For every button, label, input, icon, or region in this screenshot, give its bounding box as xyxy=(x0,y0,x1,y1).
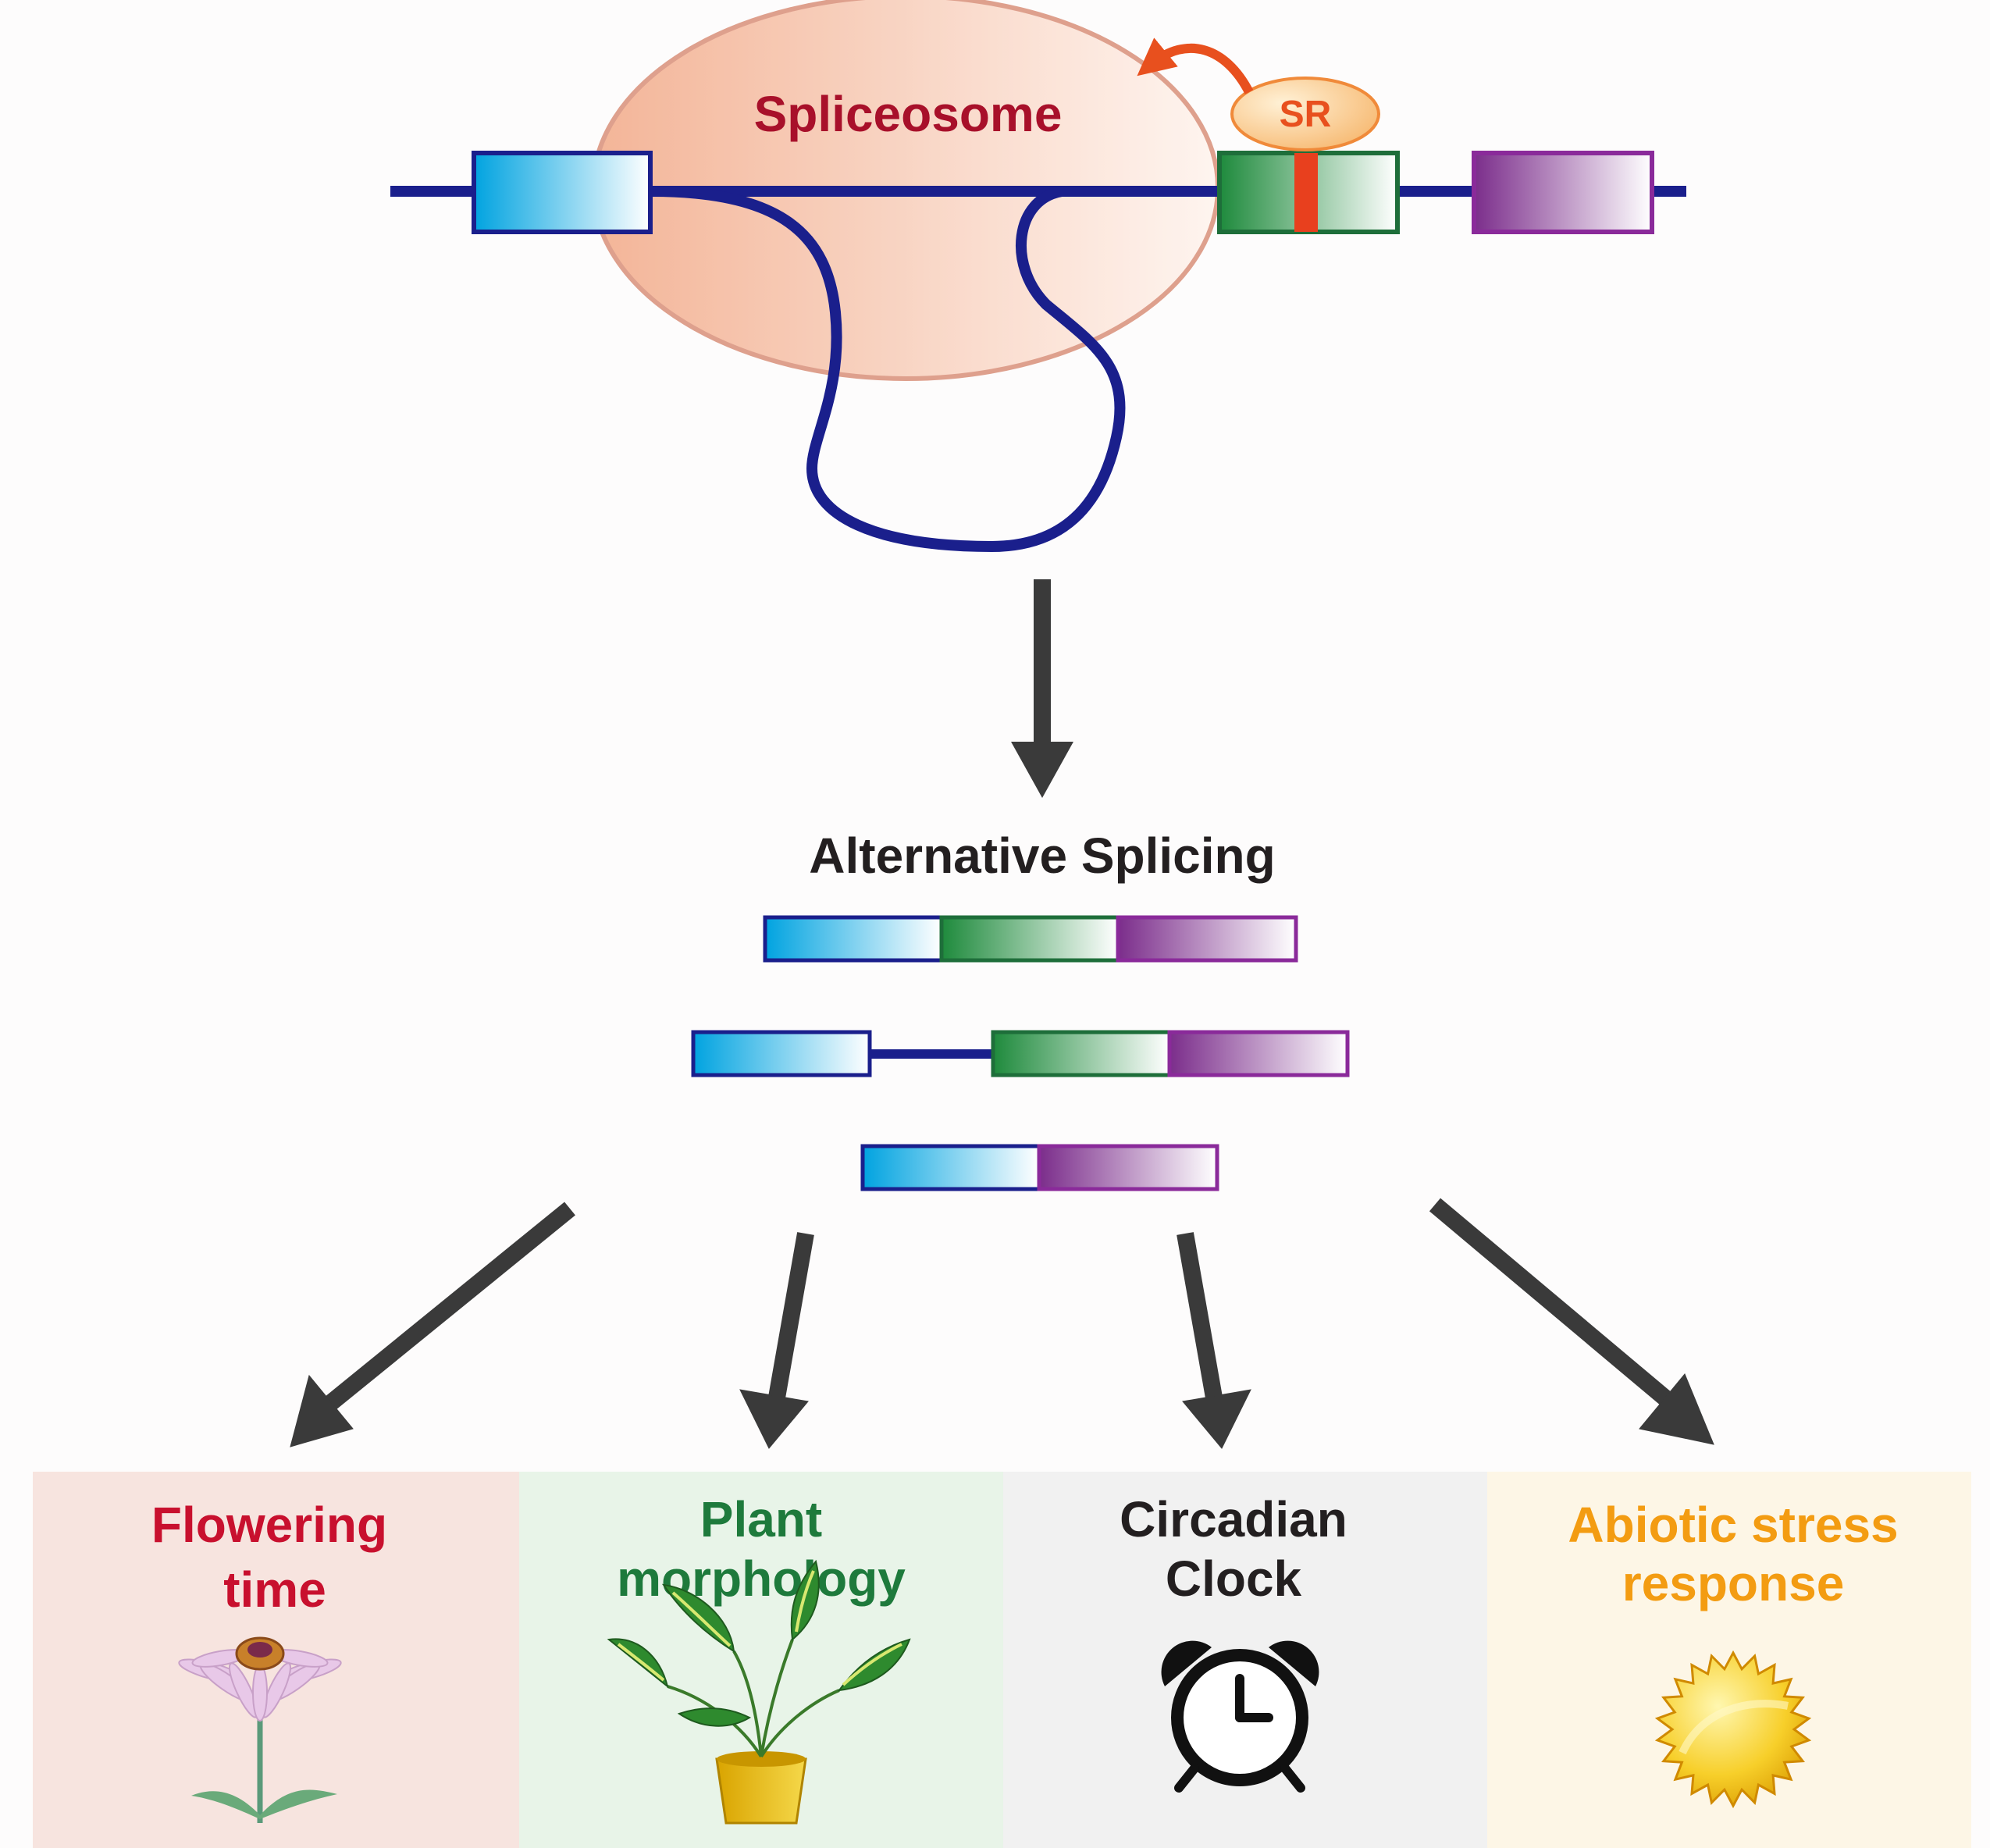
outcome-morphology-line1: Plant xyxy=(700,1491,822,1547)
sr-binding-site xyxy=(1294,153,1318,232)
outcome-circadian-line2: Clock xyxy=(1166,1551,1302,1607)
outcome-morphology-line2: morphology xyxy=(617,1551,906,1607)
sun-icon xyxy=(1654,1650,1812,1809)
outcome-abiotic-line1: Abiotic stress xyxy=(1568,1497,1898,1553)
recruitment-arrow xyxy=(1137,37,1254,94)
potted-plant-icon xyxy=(607,1559,911,1825)
isoform-3 xyxy=(860,1144,1219,1191)
outcome-flowering-line1: Flowering xyxy=(151,1497,387,1553)
exon-blue xyxy=(472,151,653,234)
spliceosome-label: Spliceosome xyxy=(754,86,1063,142)
main-arrow xyxy=(1011,579,1073,798)
outcome-flowering-line2: time xyxy=(223,1561,326,1618)
flower-icon xyxy=(178,1636,342,1823)
alternative-splicing-label: Alternative Splicing xyxy=(809,828,1275,884)
outcome-abiotic-line2: response xyxy=(1622,1555,1845,1611)
sr-protein xyxy=(1230,77,1380,151)
intron-loop xyxy=(651,186,1218,552)
isoform-2 xyxy=(691,1030,1350,1077)
sr-label: SR xyxy=(1280,94,1332,135)
outcome-arrows xyxy=(290,1198,1714,1449)
alarm-clock-icon xyxy=(1161,1640,1319,1793)
isoform-1 xyxy=(763,915,1298,963)
outcome-circadian-line1: Circadian xyxy=(1120,1491,1347,1547)
pre-mrna-region: SR Spliceosome xyxy=(390,0,1686,552)
exon-purple xyxy=(1472,151,1654,234)
